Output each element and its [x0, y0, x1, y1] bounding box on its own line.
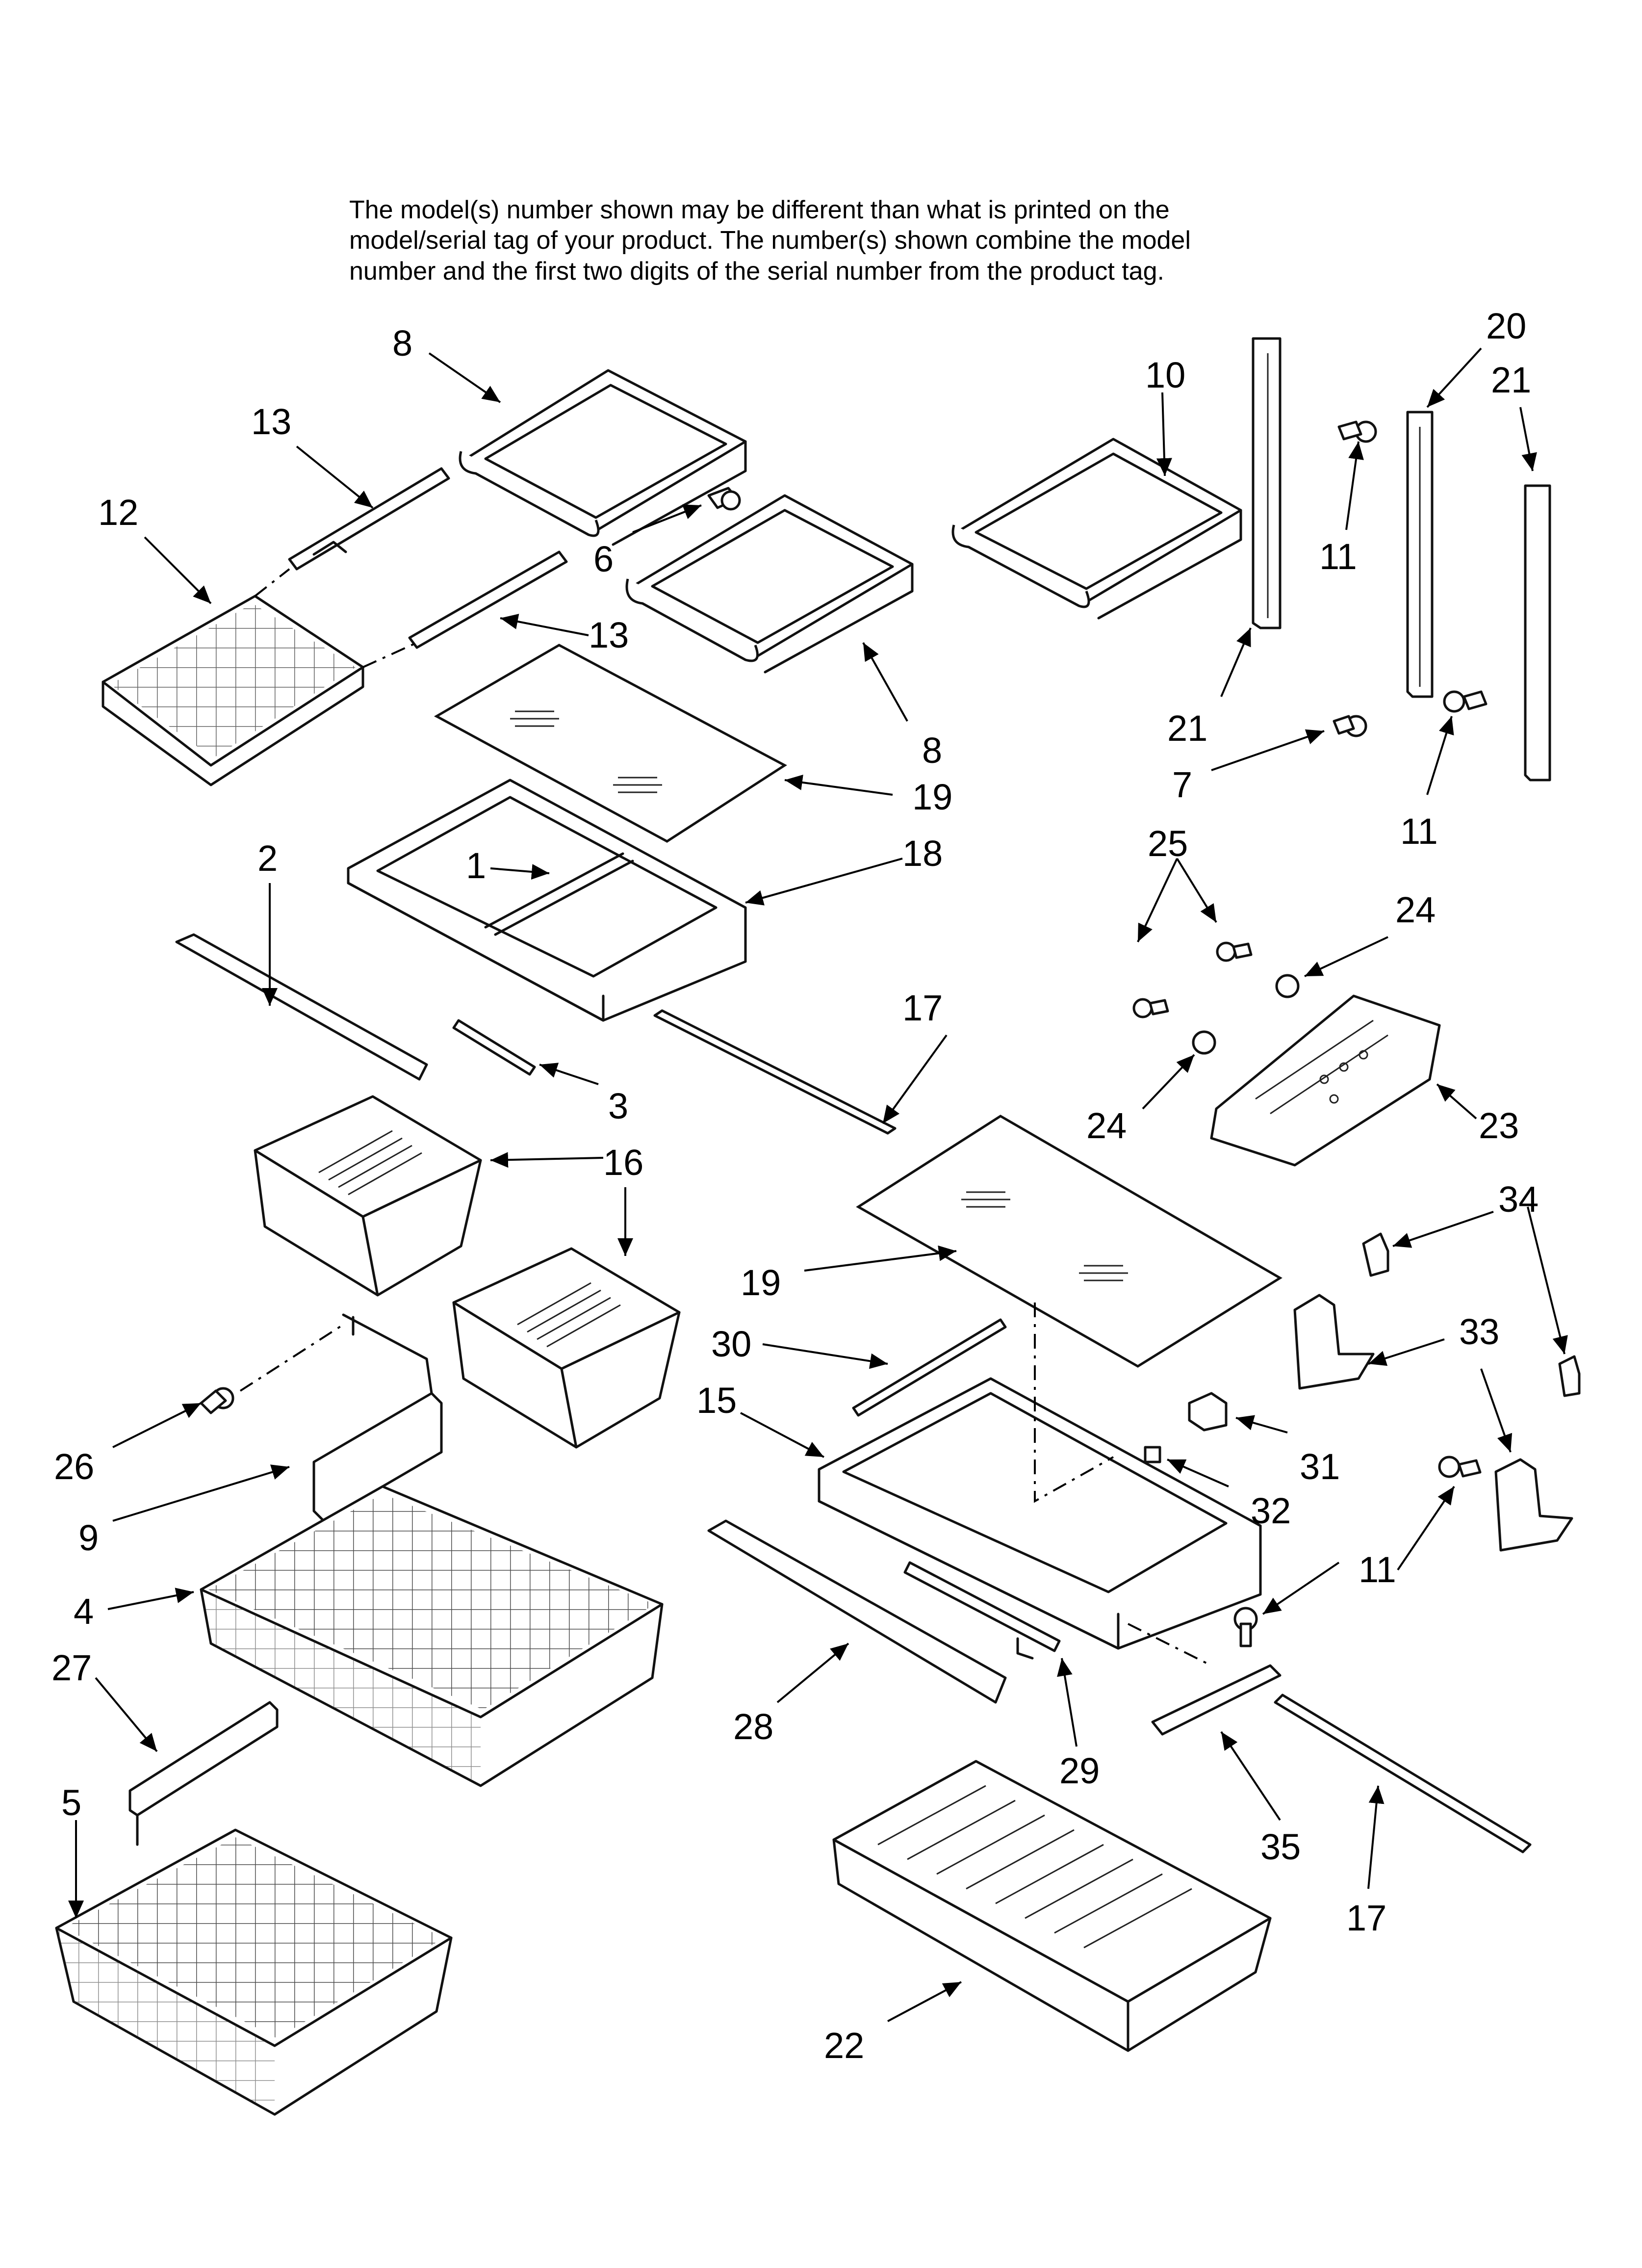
bracket-34-top	[1362, 1232, 1389, 1277]
callout-18: 18	[902, 833, 943, 874]
callout-34: 34	[1498, 1179, 1539, 1220]
assembly-line-12-13	[254, 568, 417, 668]
glass-shelf-19-upper	[434, 644, 787, 843]
callout-1: 1	[466, 845, 486, 886]
note-line-2: model/serial tag of your product. The nu…	[349, 226, 1191, 255]
leader-lines	[68, 347, 1568, 2022]
callout-7: 7	[1172, 764, 1192, 805]
callout-11: 11	[1319, 536, 1357, 577]
callout-15: 15	[696, 1380, 737, 1421]
wire-basket-12	[102, 595, 364, 786]
callout-26: 26	[54, 1446, 94, 1487]
bracket-34-bottom	[1558, 1355, 1581, 1397]
shelf-8-upper	[459, 369, 747, 546]
glass-shelf-19-lower	[856, 1115, 1283, 1368]
screw-26	[200, 1387, 234, 1414]
divider-9	[312, 1313, 443, 1522]
callout-21: 21	[1491, 360, 1531, 400]
callout-31: 31	[1300, 1446, 1340, 1487]
callout-11: 11	[1359, 1549, 1396, 1590]
slide-13-lower	[408, 550, 568, 649]
screw-6	[707, 487, 741, 511]
callout-12: 12	[98, 492, 138, 533]
slide-13-upper	[288, 467, 450, 571]
callout-8: 8	[922, 730, 942, 771]
callout-13: 13	[251, 401, 291, 442]
wire-basket-4	[200, 1485, 664, 1787]
callout-labels: 8 13 12 6 13 8 19 1 18 2 3 17 16 26 9 4 …	[51, 306, 1539, 2066]
callout-10: 10	[1145, 355, 1185, 395]
callout-11: 11	[1400, 811, 1438, 852]
callout-25: 25	[1148, 823, 1188, 864]
callout-16: 16	[603, 1142, 643, 1183]
callout-3: 3	[608, 1086, 628, 1126]
screw-11-lower	[1233, 1607, 1258, 1647]
shelf-frame-15	[818, 1377, 1262, 1650]
callout-24: 24	[1086, 1105, 1127, 1146]
clip-32	[1144, 1446, 1161, 1463]
callout-23: 23	[1479, 1105, 1519, 1146]
shelf-8-lower	[625, 494, 914, 674]
screw-11-mid	[1443, 690, 1488, 713]
callout-17: 17	[1346, 1898, 1386, 1938]
crisper-drawer-16-right	[452, 1247, 681, 1449]
washers-24	[1192, 974, 1300, 1055]
callout-19: 19	[912, 777, 952, 817]
callout-8: 8	[392, 323, 412, 364]
callout-6: 6	[593, 539, 614, 579]
note-line-1: The model(s) number shown may be differe…	[349, 196, 1170, 224]
bracket-33-left	[1293, 1294, 1375, 1390]
callout-27: 27	[51, 1647, 92, 1688]
rod-17-upper	[653, 1009, 897, 1135]
callout-2: 2	[257, 838, 278, 879]
callout-13: 13	[589, 615, 629, 655]
callout-30: 30	[711, 1324, 751, 1364]
callout-28: 28	[733, 1706, 773, 1747]
assembly-line-15-19	[1034, 1303, 1114, 1503]
callout-32: 32	[1251, 1490, 1291, 1531]
wire-basket-5	[55, 1828, 453, 2116]
bin-23	[1210, 994, 1441, 1167]
callout-4: 4	[74, 1591, 94, 1632]
bracket-33-right	[1494, 1458, 1573, 1552]
callout-5: 5	[61, 1782, 81, 1823]
shelf-10	[951, 438, 1242, 620]
model-number-note: The model(s) number shown may be differe…	[349, 196, 1191, 286]
crisper-drawer-16-left	[254, 1095, 482, 1297]
screw-7	[1333, 715, 1367, 737]
trim-28	[707, 1519, 1007, 1704]
clip-29	[903, 1561, 1061, 1660]
rail-21-left	[1252, 337, 1282, 629]
rail-21-right	[1524, 484, 1551, 782]
bracket-35	[1151, 1664, 1282, 1736]
note-line-3: number and the first two digits of the s…	[349, 257, 1164, 286]
bracket-31	[1188, 1392, 1228, 1432]
screws-25	[1132, 941, 1253, 1018]
trim-30	[852, 1318, 1007, 1417]
assembly-line-26-9	[239, 1324, 344, 1392]
pan-22	[832, 1760, 1272, 2052]
callout-17: 17	[902, 988, 943, 1028]
callout-22: 22	[824, 2025, 864, 2066]
callout-21: 21	[1167, 708, 1207, 749]
callout-24: 24	[1395, 889, 1436, 930]
callout-29: 29	[1059, 1750, 1100, 1791]
rail-20	[1406, 411, 1434, 698]
clip-3	[452, 1019, 536, 1076]
callout-33: 33	[1459, 1311, 1499, 1352]
callout-20: 20	[1486, 306, 1526, 346]
divider-27	[128, 1701, 279, 1846]
callout-9: 9	[78, 1517, 99, 1558]
assembly-line-35-frame	[1128, 1623, 1207, 1664]
rod-17-lower	[1274, 1694, 1532, 1853]
crisper-cover-frame-18	[347, 779, 747, 1022]
trim-2	[175, 933, 428, 1081]
screw-11-top	[1337, 420, 1377, 443]
callout-35: 35	[1260, 1826, 1301, 1867]
screw-11-right	[1438, 1456, 1482, 1478]
callout-19: 19	[741, 1262, 781, 1303]
